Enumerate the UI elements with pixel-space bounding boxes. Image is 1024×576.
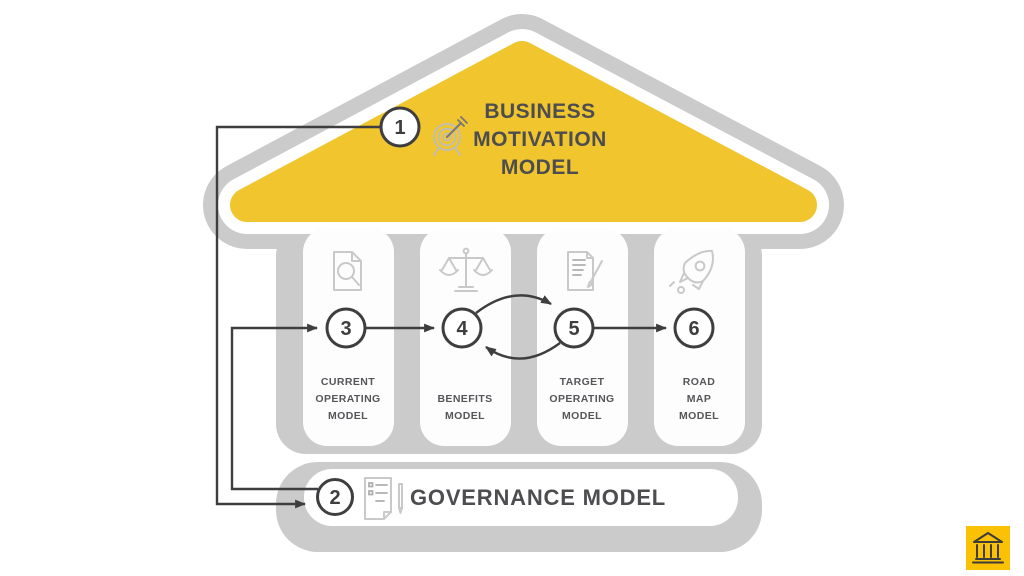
step-number-4: 4 <box>456 318 468 340</box>
document-edit-icon <box>567 251 603 291</box>
roof-title-line-1: BUSINESS <box>484 100 595 123</box>
pillar-label-line: ROAD <box>683 376 716 388</box>
pillar-label-line: BENEFITS <box>437 393 492 405</box>
step-circle-2 <box>316 478 354 516</box>
bank-icon <box>972 532 1004 564</box>
corner-badge <box>966 526 1010 570</box>
balance-scales-icon <box>439 247 493 292</box>
step-circle-3 <box>325 307 367 349</box>
rocket-icon <box>669 249 714 294</box>
step-number-1: 1 <box>394 117 405 139</box>
roof-title-line-3: MODEL <box>501 156 579 179</box>
pillar-label-line: MODEL <box>562 410 602 422</box>
flow-arrow-4-to-5-curve <box>475 294 552 314</box>
flow-arrow-2-to-3 <box>230 323 319 491</box>
step-number-3: 3 <box>340 318 351 340</box>
pillar-label-line: MODEL <box>679 410 719 422</box>
pillar-label-line: MODEL <box>328 410 368 422</box>
pillar-label-line: CURRENT <box>321 376 375 388</box>
pillar-label-line: MODEL <box>445 410 485 422</box>
step-number-6: 6 <box>688 318 699 340</box>
step-number-2: 2 <box>329 487 340 509</box>
pillar-label-line: OPERATING <box>549 393 614 405</box>
roof-title-line-2: MOTIVATION <box>473 128 607 151</box>
pillar-label-line: TARGET <box>560 376 605 388</box>
document-pen-icon <box>364 477 403 520</box>
governance-strip: GOVERNANCE MODEL <box>304 469 738 526</box>
document-search-icon <box>333 251 362 291</box>
pillar-label-line: OPERATING <box>315 393 380 405</box>
flow-arrow-5-to-4-curve <box>485 342 561 360</box>
flow-arrows <box>215 125 668 509</box>
target-dart-icon <box>433 116 468 156</box>
step-circle-5 <box>553 307 595 349</box>
roof: BUSINESS MOTIVATION MODEL <box>203 14 844 249</box>
step-number-5: 5 <box>568 318 579 340</box>
step-circle-1 <box>379 106 421 148</box>
step-circle-6 <box>673 307 715 349</box>
step-circle-4 <box>441 307 483 349</box>
governance-label: GOVERNANCE MODEL <box>410 485 666 510</box>
governance-panel <box>304 469 738 526</box>
flow-arrow-1-to-2 <box>215 125 381 509</box>
house-body <box>276 226 762 454</box>
step-circles: 1 2 3 4 5 6 <box>316 106 715 516</box>
pillar-label-line: MAP <box>687 393 712 405</box>
